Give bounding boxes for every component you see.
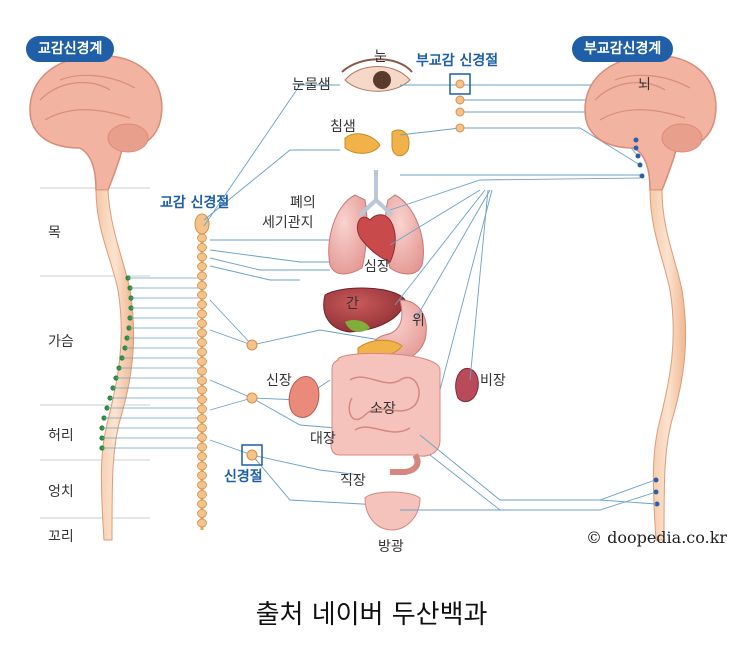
chain-ganglion [198,358,207,366]
parasympathetic-ganglia [450,74,470,132]
small-intestine-label: 소장 [370,398,396,418]
chain-ganglion [198,234,207,242]
region-neck: 목 [48,222,61,242]
chain-ganglion [198,453,207,461]
chain-ganglion [198,434,207,442]
kidney-label: 신장 [266,370,292,390]
stomach-label: 위 [412,310,425,330]
chain-ganglion [198,244,207,252]
chain-ganglion [198,348,207,356]
lungs-label-line1: 폐의 [290,192,316,212]
sympathetic-chain-ganglia [198,234,207,527]
celiac-ganglion [247,340,257,350]
tear-gland-label: 눈물샘 [292,74,331,94]
source-caption: 출처 네이버 두산백과 [0,594,743,631]
parasympathetic-system-title: 부교감신경계 [572,36,673,62]
rectum [390,455,418,472]
salivary-gland-label: 침샘 [330,116,356,136]
chain-ganglion [198,282,207,290]
chain-ganglion [198,462,207,470]
kidney [289,377,319,418]
chain-ganglion [198,424,207,432]
lungs-label-line2: 세기관지 [262,212,314,232]
rectum-label: 직장 [340,470,366,490]
chain-ganglion [198,510,207,518]
liver-label: 간 [346,293,359,313]
chain-ganglion [198,396,207,404]
left-spinal-cord [96,190,134,540]
chain-ganglion [198,519,207,527]
ganglion-label: 신경절 [224,466,263,486]
chain-ganglion [198,301,207,309]
mesenteric-ganglion [247,393,257,403]
region-sacral: 엉치 [48,481,74,501]
chain-ganglion [198,443,207,451]
region-lumbar: 허리 [48,425,74,445]
chain-ganglion [198,377,207,385]
chain-ganglion [198,272,207,280]
eye-label: 눈 [374,46,387,66]
chain-ganglion [198,491,207,499]
chain-ganglion [198,500,207,508]
chain-ganglion [198,329,207,337]
brain-label: 뇌 [638,74,651,94]
chain-ganglion [198,253,207,261]
superior-cervical-ganglion [195,214,209,234]
bladder-label: 방광 [378,536,404,556]
chain-ganglion [198,415,207,423]
left-brain [30,55,162,190]
spleen [456,368,479,401]
chain-ganglion [198,472,207,480]
chain-ganglion [198,481,207,489]
right-spinal-cord [650,190,686,540]
copyright: © doopedia.co.kr [586,528,727,547]
chain-ganglion [198,405,207,413]
chain-ganglion [198,291,207,299]
chain-ganglion [198,320,207,328]
large-intestine-label: 대장 [310,428,336,448]
chain-ganglion [198,386,207,394]
region-chest: 가슴 [48,331,74,351]
chain-ganglion [198,310,207,318]
spleen-label: 비장 [480,370,506,390]
bladder [365,492,420,530]
sympathetic-system-title: 교감신경계 [26,36,114,62]
parasympathetic-ganglion-label: 부교감 신경절 [416,50,498,70]
sympathetic-ganglion-label: 교감 신경절 [160,192,229,212]
chain-ganglion [198,367,207,375]
chain-ganglion [198,263,207,271]
liver [324,288,405,332]
region-coccyx: 꼬리 [48,526,74,546]
chain-ganglion [198,339,207,347]
heart-label: 심장 [364,256,390,276]
